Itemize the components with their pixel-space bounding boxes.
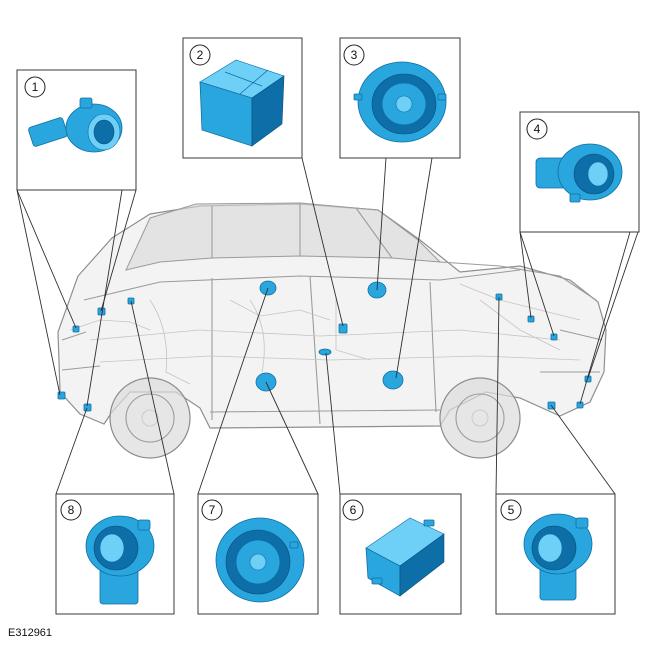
callout-number: 6 (350, 503, 357, 517)
speaker-icon (353, 61, 447, 143)
callout-number-badge (60, 499, 82, 521)
speaker-icon (215, 517, 305, 603)
callout-box-1: 1 (16, 69, 137, 191)
callout-number-badge (526, 118, 548, 140)
callout-number: 2 (197, 48, 204, 62)
callout-box-5: 5 (495, 493, 616, 615)
module-icon (199, 59, 285, 147)
callout-number: 7 (209, 503, 216, 517)
callout-box-4: 4 (519, 111, 640, 233)
callout-number-badge (24, 76, 46, 98)
callout-number-badge (342, 499, 364, 521)
callout-number-badge (500, 499, 522, 521)
callout-box-6: 6 (339, 493, 462, 615)
ultrasonic-sensor-icon (85, 515, 155, 605)
callout-box-3: 3 (339, 37, 461, 159)
ultrasonic-sensor-icon (28, 97, 123, 153)
front-wheel (439, 377, 521, 459)
rear-wheel (109, 377, 191, 459)
callout-number: 5 (508, 503, 515, 517)
leader-lines (16, 157, 639, 495)
module-icon (365, 517, 445, 597)
callout-number: 4 (534, 122, 541, 136)
callout-number: 1 (32, 80, 39, 94)
ultrasonic-sensor-icon (523, 513, 593, 601)
figure-code: E312961 (8, 627, 53, 639)
callout-number-badge (189, 44, 211, 66)
callout-box-8: 8 (55, 493, 175, 615)
vehicle-illustration (57, 202, 607, 459)
callout-number: 3 (351, 48, 358, 62)
callout-box-2: 2 (182, 37, 303, 159)
callout-number: 8 (68, 503, 75, 517)
ultrasonic-sensor-icon (535, 143, 623, 203)
callout-box-7: 7 (197, 493, 319, 615)
callout-number-badge (201, 499, 223, 521)
callout-number-badge (343, 44, 365, 66)
